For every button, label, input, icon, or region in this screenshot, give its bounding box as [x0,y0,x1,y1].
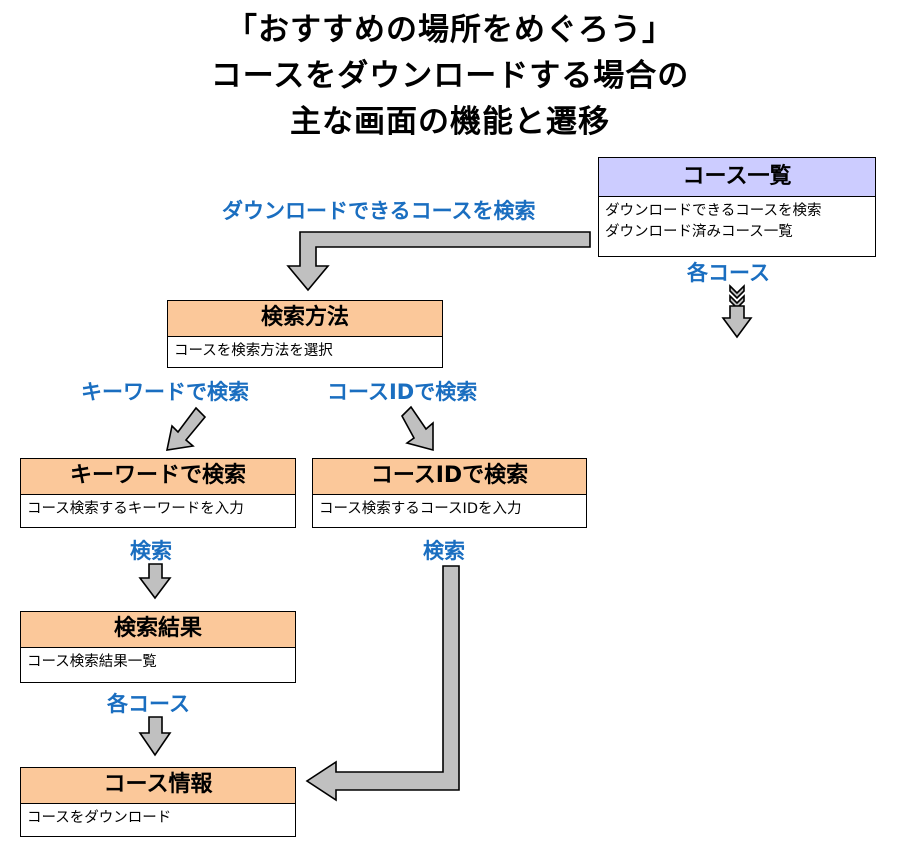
arrow-method-to-keyword [165,406,207,451]
search-results-title: 検索結果 [21,612,295,648]
keyword-search-title: キーワードで検索 [21,459,295,495]
arrow-method-to-courseid [401,405,434,452]
courseid-search-line-1: コース検索するコースIDを入力 [319,501,522,517]
course-info-body: コースをダウンロード [21,804,295,829]
search-results-line-1: コース検索結果一覧 [27,654,157,670]
courseid-search-box: コースIDで検索 コース検索するコースIDを入力 [312,458,587,528]
label-search-left: 検索 [130,539,172,563]
course-list-line-2: ダウンロード済みコース一覧 [605,224,793,240]
search-method-body: コースを検索方法を選択 [168,337,442,362]
course-list-box: コース一覧 ダウンロードできるコースを検索 ダウンロード済みコース一覧 [598,157,876,257]
arrow-chevron-1 [729,284,745,300]
arrow-keyword-to-results [138,563,172,600]
keyword-search-line-1: コース検索するキーワードを入力 [27,501,244,517]
keyword-search-box: キーワードで検索 コース検索するキーワードを入力 [20,458,296,528]
course-info-title: コース情報 [21,768,295,804]
course-info-box: コース情報 コースをダウンロード [20,767,296,837]
label-each-course-top: 各コース [687,261,770,285]
arrow-courseid-to-info [305,565,460,802]
label-each-course-bottom: 各コース [107,692,190,716]
search-results-box: 検索結果 コース検索結果一覧 [20,611,296,683]
keyword-search-body: コース検索するキーワードを入力 [21,495,295,520]
label-search-right: 検索 [423,539,465,563]
course-list-body: ダウンロードできるコースを検索 ダウンロード済みコース一覧 [599,197,875,243]
course-list-title: コース一覧 [599,158,875,197]
course-list-line-1: ダウンロードできるコースを検索 [605,203,822,219]
diagram-title-line3: 主な画面の機能と遷移 [290,104,610,140]
label-search-downloadable: ダウンロードできるコースを検索 [222,199,536,223]
search-method-title: 検索方法 [168,301,442,337]
diagram-title-line2: コースをダウンロードする場合の [210,58,690,94]
search-method-line-1: コースを検索方法を選択 [174,343,333,359]
arrow-results-to-info [138,716,172,757]
courseid-search-body: コース検索するコースIDを入力 [313,495,586,520]
course-info-line-1: コースをダウンロード [27,810,172,826]
diagram-title-line1: 「おすすめの場所をめぐろう」 [226,12,674,48]
arrow-list-to-method [286,231,591,292]
label-keyword-search: キーワードで検索 [81,380,249,404]
label-courseid-search: コースIDで検索 [327,380,478,404]
arrow-list-to-each [721,305,753,339]
search-results-body: コース検索結果一覧 [21,648,295,673]
courseid-search-title: コースIDで検索 [313,459,586,495]
search-method-box: 検索方法 コースを検索方法を選択 [167,300,443,368]
